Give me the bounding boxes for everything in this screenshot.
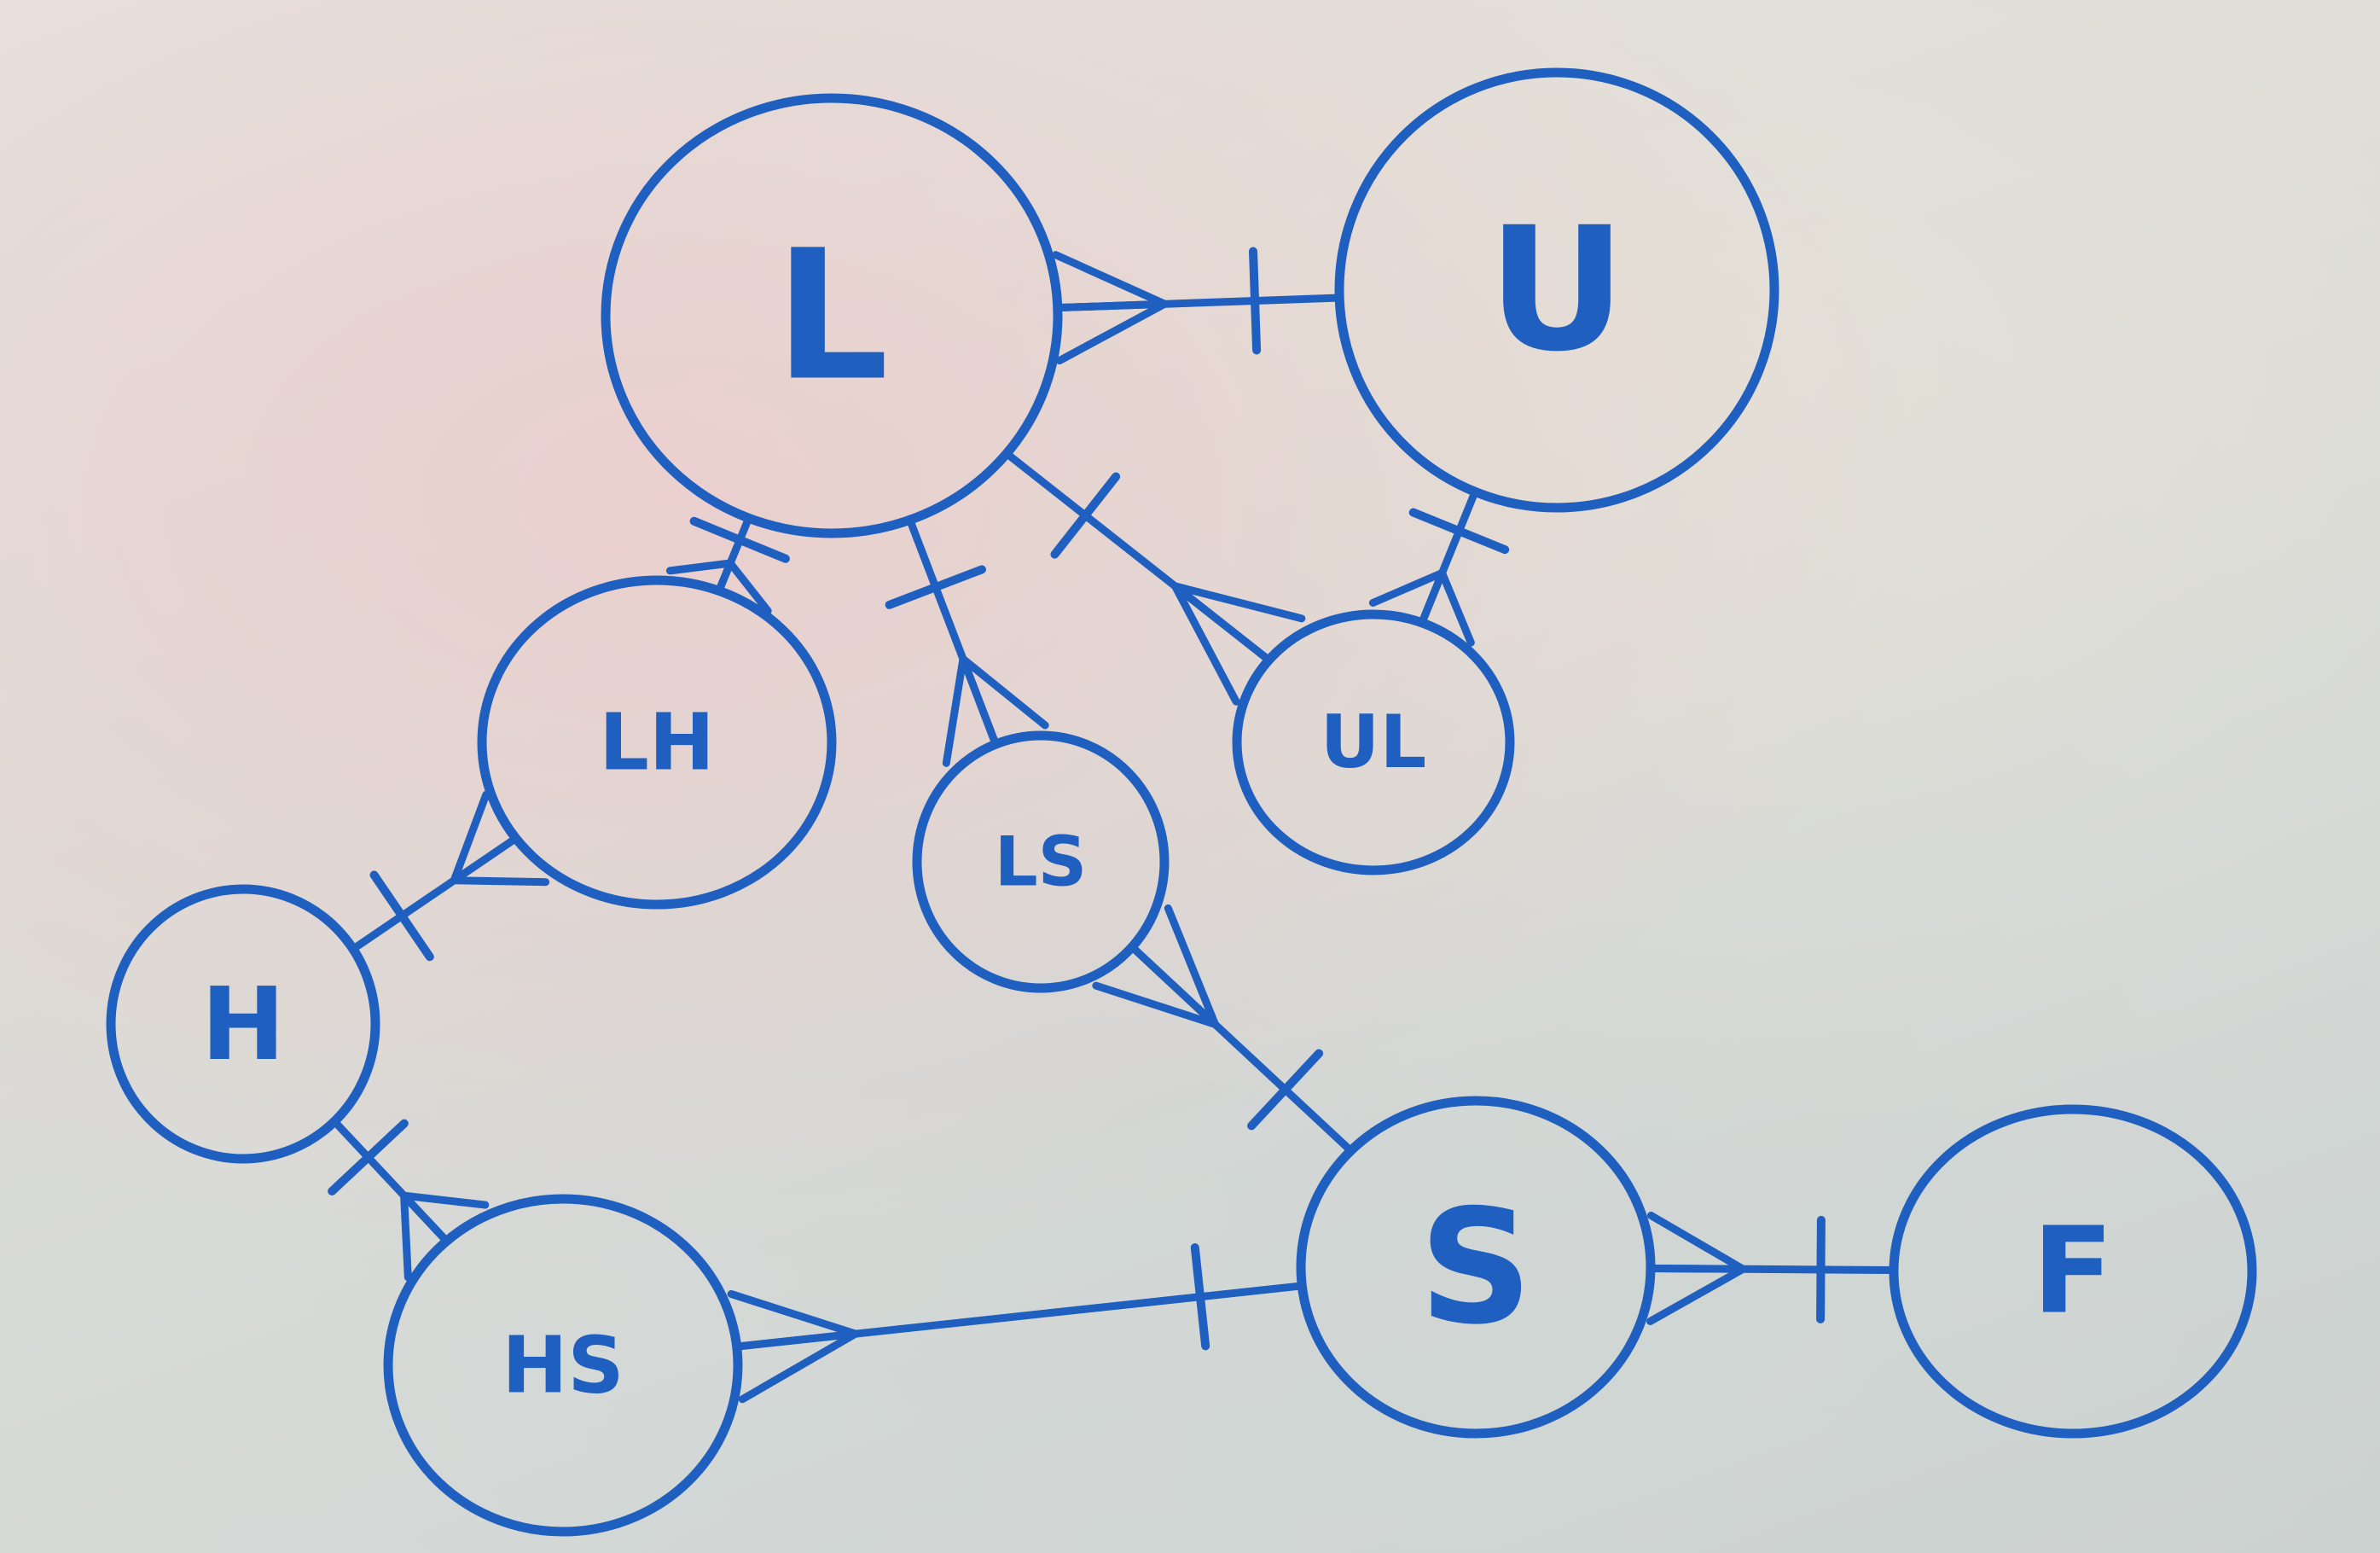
crows-foot-icon [1646,1211,1747,1325]
entity-label: U [1488,191,1626,390]
crows-foot-icon [1092,904,1220,1029]
entity-circle [106,884,380,1164]
crows-foot-icon [450,790,550,887]
one-bar-icon [885,565,986,609]
one-bar-icon [1050,472,1121,559]
entity-label: L [775,212,889,421]
one-bar-icon [1247,1049,1324,1131]
crows-foot-icon [1170,582,1306,706]
one-bar-icon [1249,247,1262,355]
one-bar-icon [689,516,790,563]
relationship-ul-u [1368,487,1510,647]
entity-label: F [2032,1202,2114,1341]
entity-h: H [106,884,380,1164]
entity-label: UL [1321,700,1427,785]
relationship-ls-l [885,515,1049,767]
one-bar-icon [1816,1215,1826,1323]
relationship-lh-l [665,514,790,615]
one-bar-icon [369,870,434,962]
entity-circle [1296,1096,1656,1439]
one-bar-icon [328,1119,409,1195]
crows-foot-icon [400,1191,490,1282]
entity-circle [1334,67,1779,513]
crows-foot-icon [727,1289,860,1404]
entity-circle [1889,1104,2257,1439]
entity-ul: UL [1232,609,1515,875]
relationship-lh-h [349,790,550,962]
entity-circle [477,575,837,910]
entity-f: F [1889,1104,2257,1439]
entity-circle [601,93,1063,538]
entity-ls: LS [912,730,1170,993]
entity-hs: HS [383,1194,743,1537]
one-bar-icon [1190,1243,1210,1351]
relationship-s-f [1646,1211,1898,1325]
entity-label: S [1419,1175,1532,1359]
entity-l: L [601,93,1063,538]
entity-lh: LH [477,575,837,910]
relationship-ls-s [1092,904,1355,1155]
entity-label: H [201,965,286,1083]
relationship-ul-l [1002,449,1306,706]
crows-foot-icon [1052,251,1169,365]
entity-label: LH [599,697,715,788]
entity-label: LS [995,823,1088,902]
entity-u: U [1334,67,1779,513]
entity-label: HS [502,1320,624,1411]
entity-circle [1232,609,1515,875]
entity-circle [383,1194,743,1537]
relationship-lines [328,247,1898,1404]
one-bar-icon [1408,508,1510,555]
relationship-l-u [1052,247,1344,365]
relationship-hs-h [328,1117,490,1282]
entity-s: S [1296,1096,1656,1439]
crows-foot-icon [1368,568,1475,647]
entity-circle [912,730,1170,993]
crows-foot-icon [665,559,772,615]
crows-foot-icon [942,654,1049,767]
relationship-hs-s [727,1243,1306,1404]
